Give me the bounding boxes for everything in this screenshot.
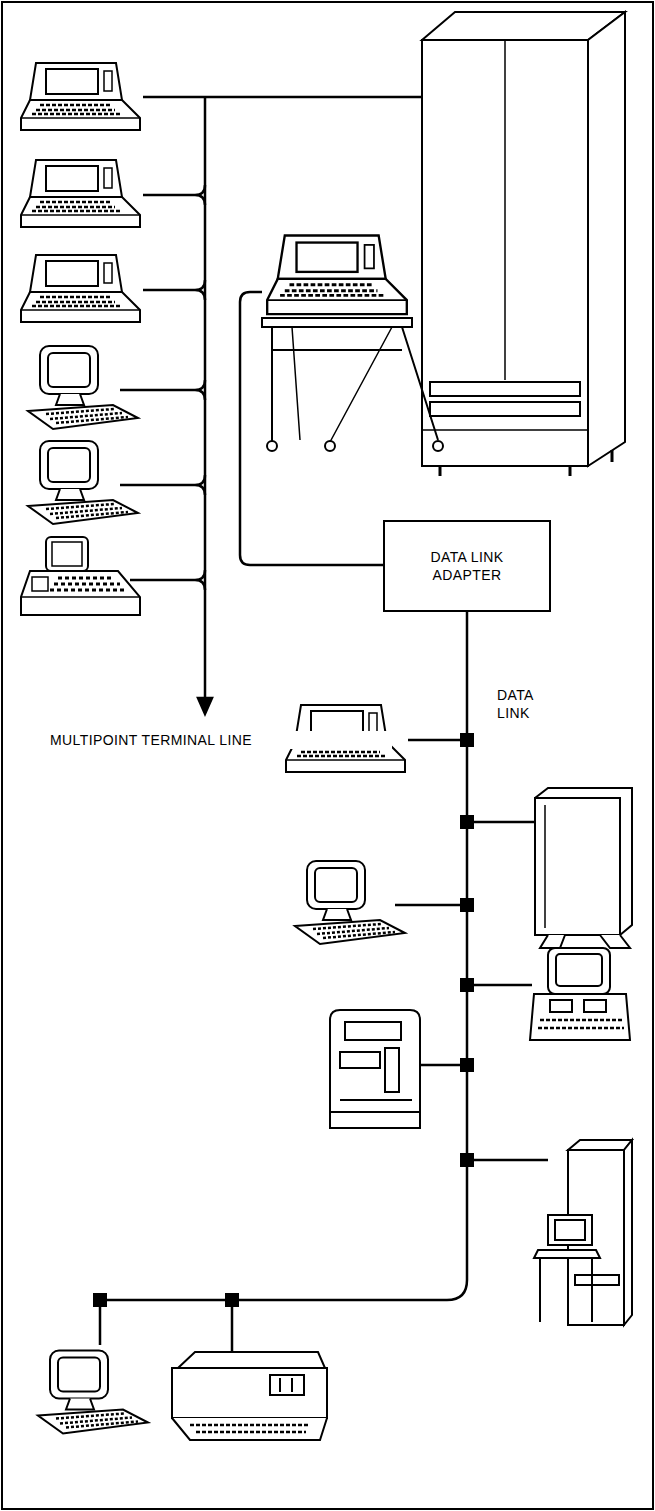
terminal	[21, 255, 140, 322]
pos-terminal	[21, 537, 140, 615]
crt-terminal	[28, 346, 138, 429]
terminal	[21, 63, 140, 130]
multipoint-line	[120, 97, 422, 714]
wall-unit	[535, 788, 632, 948]
printer-unit	[172, 1352, 327, 1440]
adapter-box: DATA LINK ADAPTER	[383, 520, 551, 612]
crt-terminal	[38, 1351, 148, 1434]
data-link-bus	[100, 612, 548, 1352]
adapter-cable	[240, 292, 383, 565]
node-text: DATA LINK ADAPTER	[411, 548, 523, 584]
line-label: MULTIPOINT TERMINAL LINE	[48, 731, 392, 749]
minicomputer	[534, 1140, 632, 1325]
keyboard-display-terminal	[530, 948, 630, 1040]
bus-taps	[93, 733, 474, 1307]
terminal	[21, 160, 140, 227]
crt-terminal	[28, 441, 138, 524]
mainframe-cabinet	[422, 12, 625, 476]
crt-terminal	[295, 861, 405, 944]
link-label: DATA LINK	[495, 686, 559, 722]
operator-console	[262, 236, 443, 451]
atm-unit	[330, 1010, 420, 1128]
